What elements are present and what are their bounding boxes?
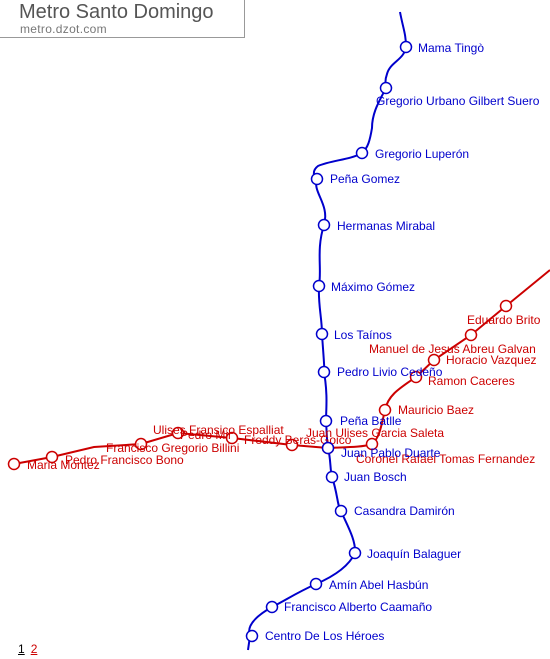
line1-station-label[interactable]: Peña Batlle	[340, 414, 402, 428]
line2-station-label[interactable]: Pedro Francisco Bono	[65, 453, 184, 467]
line1-station-marker[interactable]	[312, 279, 326, 293]
line2-station-marker[interactable]	[134, 437, 148, 451]
line2-station-label[interactable]: Pedro Mir	[180, 428, 232, 442]
line1-station-label[interactable]: Joaquín Balaguer	[367, 547, 461, 561]
line1-station-label[interactable]: Casandra Damirón	[354, 504, 455, 518]
line1-station-label[interactable]: Mama Tingò	[418, 41, 484, 55]
line2-station-label[interactable]: Manuel de Jesus Abreu Galvan	[369, 342, 536, 356]
line2-station-label[interactable]: Coronel Rafael Tomas Fernandez	[356, 452, 535, 466]
line1-station-marker[interactable]	[309, 577, 323, 591]
page-link-1[interactable]: 1	[18, 642, 25, 656]
line1-station-label[interactable]: Juan Pablo Duarte	[341, 446, 441, 460]
line2-station-label[interactable]: Ulises Fransico Espalliat	[153, 423, 284, 437]
line1-station-label[interactable]: Centro De Los Héroes	[265, 629, 384, 643]
page-link-2[interactable]: 2	[30, 642, 38, 656]
map-title: Metro Santo Domingo	[19, 1, 214, 23]
line2-station-marker[interactable]	[171, 426, 185, 440]
line1-station-marker[interactable]	[334, 504, 348, 518]
line1-station-marker[interactable]	[355, 146, 369, 160]
line1-station-marker[interactable]	[399, 40, 413, 54]
line1-station-marker[interactable]	[348, 546, 362, 560]
line2-station-label[interactable]: Maria Montez	[27, 458, 100, 472]
line1-station-label[interactable]: Juan Bosch	[344, 470, 407, 484]
line2-station-marker[interactable]	[285, 438, 299, 452]
line1-station-label[interactable]: Francisco Alberto Caamaño	[284, 600, 432, 614]
line2-station-marker[interactable]	[427, 353, 441, 367]
line1-station-label[interactable]: Peña Gomez	[330, 172, 400, 186]
title-box: Metro Santo Domingo metro.dzot.com	[0, 0, 245, 38]
line2-station-marker[interactable]	[409, 370, 423, 384]
line2-station-marker[interactable]	[45, 450, 59, 464]
line2-station-marker[interactable]	[464, 328, 478, 342]
line2-station-label[interactable]: Ramon Caceres	[428, 374, 515, 388]
line2-station-label[interactable]: Juan Ulises Garcia Saleta	[306, 426, 444, 440]
line2-station-marker[interactable]	[499, 299, 513, 313]
line2-station-label[interactable]: Horacio Vazquez	[446, 353, 537, 367]
line1-station-label[interactable]: Pedro Livio Cedeño	[337, 365, 443, 379]
line2-station-marker[interactable]	[7, 457, 21, 471]
line2-station-marker[interactable]	[378, 403, 392, 417]
line2-station-label[interactable]: Francisco Gregorio Billini	[106, 441, 239, 455]
line1-station-marker[interactable]	[325, 470, 339, 484]
line1-station-marker[interactable]	[319, 414, 333, 428]
line1-station-marker[interactable]	[317, 218, 331, 232]
line1-station-label[interactable]: Los Taínos	[334, 328, 392, 342]
line2-station-label[interactable]: Eduardo Brito	[467, 313, 541, 327]
line1-station-label[interactable]: Máximo Gómez	[331, 280, 415, 294]
line1-station-marker[interactable]	[245, 629, 259, 643]
line1-station-marker[interactable]	[315, 327, 329, 341]
line1-station-marker[interactable]	[265, 600, 279, 614]
line2-station-marker[interactable]	[365, 437, 379, 451]
map-subtitle: metro.dzot.com	[20, 22, 107, 36]
line1-station-label[interactable]: Gregorio Luperón	[375, 147, 469, 161]
line1-station-marker[interactable]	[321, 441, 335, 455]
line2-station-label[interactable]: Mauricio Baez	[398, 403, 474, 417]
line1-station-marker[interactable]	[310, 172, 324, 186]
line1-station-label[interactable]: Gregorio Urbano Gilbert Suero	[376, 94, 540, 108]
line1-station-marker[interactable]	[317, 365, 331, 379]
line1-station-label[interactable]: Amín Abel Hasbún	[329, 578, 428, 592]
line1-station-label[interactable]: Hermanas Mirabal	[337, 219, 435, 233]
line2-station-marker[interactable]	[225, 431, 239, 445]
line1-station-marker[interactable]	[379, 81, 393, 95]
